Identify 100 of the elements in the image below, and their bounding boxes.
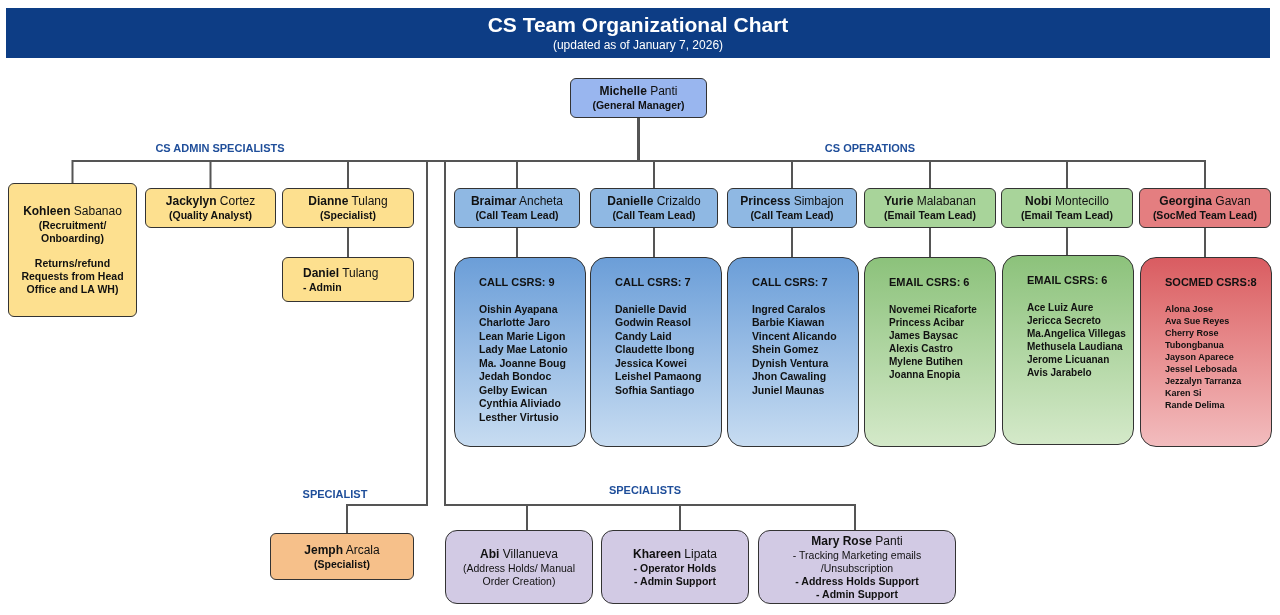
team-count: EMAIL CSRS: 6 — [1026, 273, 1109, 288]
person-name: Princess Simbajon — [739, 194, 845, 209]
connector-line — [791, 227, 793, 258]
person-card — [864, 188, 996, 228]
person-card — [1001, 188, 1133, 228]
member-name: Jhon Cawaling — [751, 370, 828, 384]
role-text: - Admin — [302, 280, 343, 294]
member-name: Cherry Rose Tubongbanua — [1164, 326, 1225, 351]
member-name: Cynthia Aliviado — [478, 397, 562, 411]
member-name: Leishel Pamaong — [614, 370, 703, 384]
member-name: Ma.Angelica Villegas — [1026, 326, 1127, 340]
member-name: Ace Luiz Aure — [1026, 300, 1095, 314]
member-name: Vincent Alicando — [751, 329, 838, 343]
person-card — [590, 188, 718, 228]
role-text: (Address Holds/ Manual Order Creation) — [461, 561, 577, 588]
member-name: Jayson Aparece — [1164, 350, 1235, 363]
team-members-card — [864, 257, 996, 447]
member-name: Candy Laid — [614, 329, 673, 343]
person-card — [570, 78, 707, 118]
person-name: Abi Villanueva — [479, 546, 559, 562]
role-text: (Quality Analyst) — [167, 209, 253, 222]
team-members-card — [727, 257, 859, 447]
member-name: Sofhia Santiago — [614, 383, 696, 397]
member-name: Methusela Laudiana — [1026, 339, 1124, 353]
role-text: - Address Holds Support — [794, 574, 920, 588]
person-name: Danielle Crizaldo — [606, 194, 702, 209]
person-name: Georgina Gavan — [1158, 194, 1252, 209]
role-text: (Specialist) — [313, 557, 371, 571]
member-name: Shein Gomez — [751, 343, 820, 357]
member-name: Mylene Butihen — [888, 354, 964, 368]
member-name: Princess Acibar — [888, 315, 966, 329]
person-card — [8, 183, 137, 317]
chart-subtitle: (updated as of January 7, 2026) — [552, 37, 724, 53]
person-card — [727, 188, 857, 228]
member-name: Ava Sue Reyes — [1164, 314, 1231, 327]
member-name: Jericca Secreto — [1026, 313, 1102, 327]
member-name: Jessica Kowei — [614, 356, 688, 370]
person-name: Jackylyn Cortez — [164, 194, 257, 209]
person-name: Nobi Montecillo — [1024, 194, 1110, 209]
member-name: Jezzalyn Tarranza — [1164, 374, 1243, 387]
member-name: Jedah Bondoc — [478, 370, 553, 384]
person-name: Kohleen Sabanao — [22, 204, 123, 219]
team-count: CALL CSRS: 7 — [614, 275, 692, 290]
team-members-card — [454, 257, 586, 447]
member-name: Novemei Ricaforte — [888, 302, 978, 316]
person-name: Dianne Tulang — [307, 194, 389, 209]
member-name: Barbie Kiawan — [751, 316, 826, 330]
member-name: Godwin Reasol — [614, 316, 692, 330]
role-text: - Admin Support — [633, 574, 717, 588]
person-card — [270, 533, 414, 580]
connector-line — [347, 227, 349, 258]
member-name: Lean Marie Ligon — [478, 329, 567, 343]
member-name: Claudette Ibong — [614, 343, 696, 357]
team-members-card — [1140, 257, 1272, 447]
member-name: Ma. Joanne Boug — [478, 356, 567, 370]
person-card — [758, 530, 956, 604]
member-name: Oishin Ayapana — [478, 302, 559, 316]
member-name: Juniel Maunas — [751, 383, 826, 397]
role-text: - Admin Support — [815, 587, 899, 601]
person-card — [445, 530, 593, 604]
team-members-card — [590, 257, 722, 447]
team-count: CALL CSRS: 9 — [478, 275, 556, 290]
section-heading: CS ADMIN SPECIALISTS — [155, 141, 285, 156]
role-text: - Tracking Marketing emails /Unsubscription — [791, 548, 923, 575]
member-name: Joanna Enopia — [888, 367, 962, 381]
role-text: Returns/refund Requests from Head Office and LA WH) — [20, 257, 125, 296]
role-text: (SocMed Team Lead) — [1151, 209, 1259, 222]
chart-title: CS Team Organizational Chart — [487, 13, 789, 37]
connector-line — [516, 227, 518, 258]
member-name: Rande Delima — [1164, 398, 1226, 411]
role-text: (Recruitment/ Onboarding) — [37, 219, 108, 245]
person-name: Yurie Malabanan — [882, 194, 978, 209]
connector-line — [1066, 227, 1068, 256]
member-name: James Baysac — [888, 328, 959, 342]
member-name: Danielle David — [614, 302, 688, 316]
team-count: EMAIL CSRS: 6 — [888, 275, 971, 290]
connector-line — [1204, 227, 1206, 258]
role-text: (Call Team Lead) — [749, 209, 835, 222]
role-text: (Specialist) — [319, 209, 377, 222]
section-heading: SPECIALISTS — [608, 483, 682, 498]
member-name: Charlotte Jaro — [478, 316, 552, 330]
member-name: Ingred Caralos — [751, 302, 827, 316]
member-name: Dynish Ventura — [751, 356, 830, 370]
section-heading: CS OPERATIONS — [824, 141, 916, 156]
member-name: Alona Jose — [1164, 302, 1214, 315]
person-name: Michelle Panti — [598, 84, 679, 99]
person-card — [1139, 188, 1271, 228]
role-text: (Email Team Lead) — [883, 209, 977, 222]
team-members-card — [1002, 255, 1134, 445]
member-name: Lesther Virtusio — [478, 410, 560, 424]
member-name: Jessel Lebosada — [1164, 362, 1239, 375]
person-card — [282, 257, 414, 302]
role-text: - Operator Holds — [632, 561, 718, 575]
team-count: CALL CSRS: 7 — [751, 275, 829, 290]
person-card — [601, 530, 749, 604]
member-name: Alexis Castro — [888, 341, 954, 355]
member-name: Gelby Ewican — [478, 383, 549, 397]
person-name: Braimar Ancheta — [469, 194, 565, 209]
team-count: SOCMED CSRS:8 — [1164, 275, 1258, 290]
role-text: (Call Team Lead) — [611, 209, 697, 222]
